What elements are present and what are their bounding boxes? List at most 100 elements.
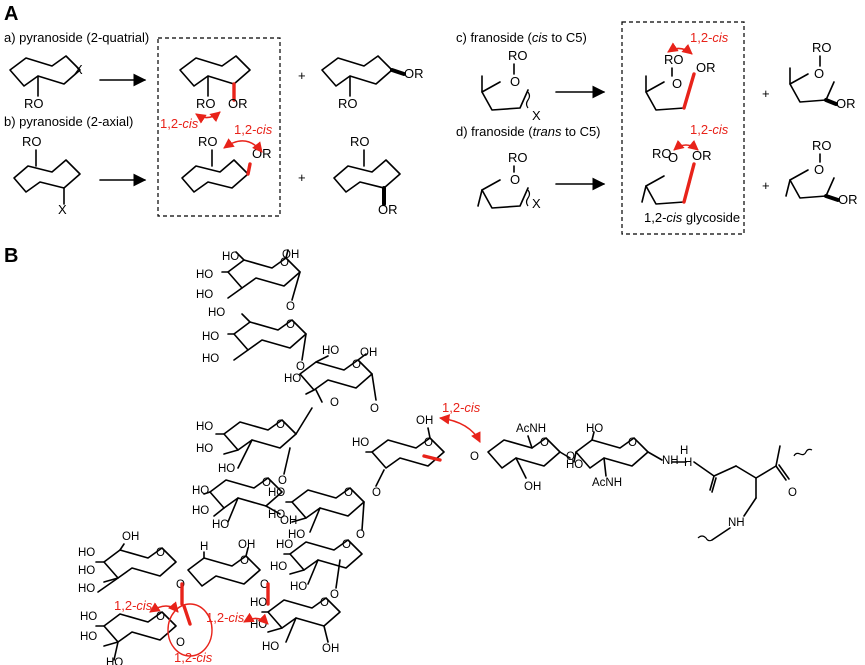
atom-label: HO (222, 251, 239, 263)
ro-group-a-product: RO (196, 96, 216, 111)
ring-oxygen: O (262, 477, 271, 489)
atom-label: HO (290, 581, 307, 593)
ring-oxygen: O (342, 539, 351, 551)
atom-label: HO (192, 505, 209, 517)
atom-label: O (470, 451, 479, 463)
atom-label: O (330, 589, 339, 601)
furanoside-c-side-product: RO O OR (789, 40, 856, 111)
atom-label: H (200, 541, 208, 553)
cis-tag-branch-left: 1,2-cis (114, 598, 153, 613)
ring-oxygen: O (540, 437, 549, 449)
ring-oxygen: O (424, 437, 433, 449)
ro-group-c: RO (508, 48, 528, 63)
ring-oxygen: O (240, 555, 249, 567)
atom-label: HO (218, 463, 235, 475)
glcnac-ring-1: O AcNH OH (487, 423, 561, 493)
atom-label: HO (78, 565, 95, 577)
furanoside-d-product: 1,2-cis O RO OR (641, 122, 729, 205)
pyranoside-b-product: RO OR 1,2-cis (181, 122, 273, 193)
atom-label: HO (586, 423, 603, 435)
atom-label: HO (212, 519, 229, 531)
atom-label: HO (208, 307, 225, 319)
or-group-c-product: OR (696, 60, 716, 75)
or-group-c-side: OR (836, 96, 856, 111)
glycoside-caption: 1,2-cis glycoside (644, 210, 740, 225)
atom-label: HO (196, 289, 213, 301)
atom-label: O (372, 487, 381, 499)
pyranoside-a-substrate: X RO (9, 55, 83, 111)
atom-label: O (330, 397, 339, 409)
svg-text:O: O (510, 74, 520, 89)
atom-label: OH (122, 531, 139, 543)
plus-d: + (762, 178, 770, 193)
cis-tag-core: 1,2-cis (442, 400, 481, 415)
cis-tag-c: 1,2-cis (690, 30, 729, 45)
panel-b-label: B (4, 245, 18, 267)
ro-group-c-product: RO (664, 52, 684, 67)
ring-oxygen: O (156, 611, 165, 623)
or-group-b-side: OR (378, 202, 398, 217)
svg-text:O: O (668, 150, 678, 165)
leaving-group-c: X (532, 108, 541, 123)
atom-label: HO (262, 641, 279, 653)
svg-text:O: O (814, 162, 824, 177)
leaving-group-a: X (74, 62, 83, 77)
cis-product-box-left (157, 37, 281, 217)
atom-label: OH (238, 539, 255, 551)
plus-b: + (298, 170, 306, 185)
atom-label: OH (524, 481, 541, 493)
or-group-a-product: OR (228, 96, 248, 111)
atom-label: HO (80, 631, 97, 643)
plus-c: + (762, 86, 770, 101)
atom-label: O (296, 361, 305, 373)
atom-label: O (176, 637, 185, 649)
svg-text:H: H (684, 457, 692, 469)
atom-label: HO (78, 583, 95, 595)
ring-oxygen: O (320, 597, 329, 609)
cis-product-box-right (621, 21, 745, 235)
atom-label: OH (282, 249, 299, 261)
pyranoside-b-side-product: RO OR (333, 134, 401, 217)
atom-label: NH (662, 455, 679, 467)
caption-d: d) franoside (trans to C5) (456, 124, 601, 139)
amide-nh: H (680, 445, 688, 457)
pyranoside-b-substrate: RO X (13, 134, 81, 217)
atom-label: HO (268, 487, 285, 499)
asn-nh: NH (728, 517, 745, 529)
atom-label: HO (322, 345, 339, 357)
cis-tag-branch-bottom: 1,2-cis (174, 650, 213, 665)
pyranoside-a-product: RO OR 1,2-cis (160, 55, 251, 131)
atom-label: HO (196, 421, 213, 433)
ro-group-d-product: RO (652, 146, 672, 161)
plus-a: + (298, 68, 306, 83)
atom-label: O (278, 475, 287, 487)
atom-label: HO (192, 485, 209, 497)
or-group-b-product: OR (252, 146, 272, 161)
cis-tag-branch-right: 1,2-cis (206, 610, 245, 625)
atom-label: OH (280, 515, 297, 527)
atom-label: O (286, 301, 295, 313)
atom-label: HO (288, 529, 305, 541)
atom-label: AcNH (592, 477, 622, 489)
cis-tag-b: 1,2-cis (234, 122, 273, 137)
atom-label: HO (276, 539, 293, 551)
cis-tag-d: 1,2-cis (690, 122, 729, 137)
caption-c: c) franoside (cis to C5) (456, 30, 587, 45)
atom-label: HO (106, 657, 123, 665)
ro-group-d: RO (508, 150, 528, 165)
atom-label: OH (322, 643, 339, 655)
furanoside-c-substrate: RO O X (481, 48, 541, 123)
atom-label: AcNH (516, 423, 546, 435)
pyranoside-a-side-product: OR RO (321, 55, 424, 111)
ro-group-b-side: RO (350, 134, 370, 149)
furanoside-d-side-product: RO O OR (785, 138, 858, 207)
ro-group-d-side: RO (812, 138, 832, 153)
or-group-d-side: OR (838, 192, 858, 207)
